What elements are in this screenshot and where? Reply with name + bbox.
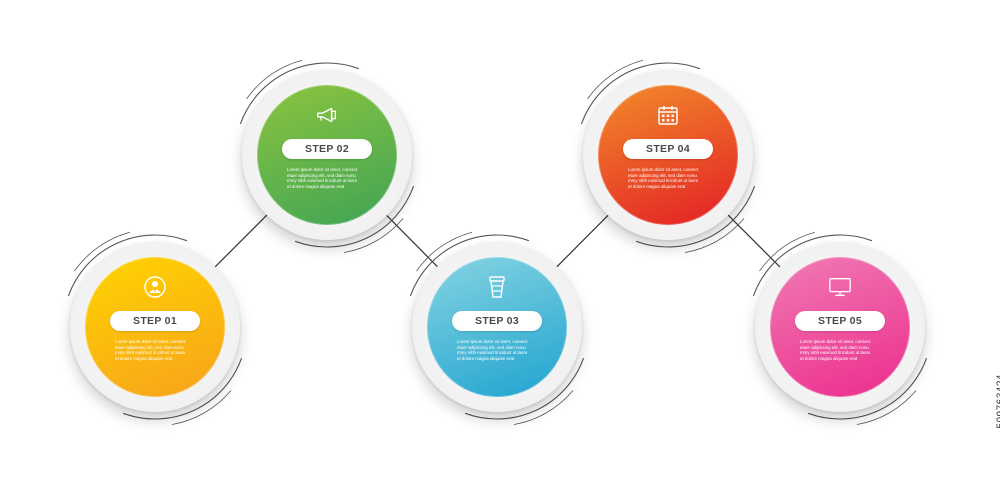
step-2-label: STEP 02 <box>282 139 372 159</box>
stock-id-watermark: 509763424 <box>996 374 1000 429</box>
decorative-arc <box>294 185 415 248</box>
description-line: etuer adipiscing elit, sed diam nonu <box>800 344 869 350</box>
decorative-arc <box>246 59 303 100</box>
step-1-circle: STEP 01 Lorem ipsum dolor sit amet, conse… <box>70 242 240 412</box>
description-line: Lorem ipsum dolor sit amet, consect <box>457 339 528 344</box>
step-2-circle: STEP 02 Lorem ipsum dolor sit amet, conse… <box>242 70 412 240</box>
description-line: etuer adipiscing elit, sed diam nonu <box>115 344 184 350</box>
step-5-colored-disc: STEP 05 Lorem ipsum dolor sit amet, conse… <box>770 257 910 397</box>
decorative-arc <box>122 357 243 420</box>
businessman-icon <box>143 275 167 299</box>
decorative-arc <box>171 390 232 425</box>
description-line: et dolore magna aliquam erat <box>457 355 515 361</box>
description-line: etuer adipiscing elit, sed diam nonu <box>287 172 356 178</box>
step-5-circle: STEP 05 Lorem ipsum dolor sit amet, conse… <box>755 242 925 412</box>
step-3-circle: STEP 03 Lorem ipsum dolor sit amet, conse… <box>412 242 582 412</box>
step-4-circle: STEP 04 Lorem ipsum dolor sit amet, conse… <box>583 70 753 240</box>
decorative-arc <box>752 234 873 297</box>
decorative-arc <box>513 390 574 425</box>
description-line: mmy nibh euismod tincidunt ut laore <box>628 178 699 184</box>
decorative-arc <box>587 59 644 100</box>
connector-line <box>382 210 442 272</box>
calendar-icon <box>656 103 680 127</box>
decorative-arc <box>464 357 585 420</box>
decorative-arc <box>74 231 131 272</box>
description-line: Lorem ipsum dolor sit amet, consect <box>115 339 186 344</box>
description-line: mmy nibh euismod tincidunt ut laore <box>457 350 528 356</box>
description-line: et dolore magna aliquam erat <box>115 355 173 361</box>
description-line: Lorem ipsum dolor sit amet, consect <box>800 339 871 344</box>
description-line: mmy nibh euismod tincidunt ut laore <box>287 178 358 184</box>
description-line: et dolore magna aliquam erat <box>800 355 858 361</box>
step-4-colored-disc: STEP 04 Lorem ipsum dolor sit amet, conse… <box>598 85 738 225</box>
decorative-arc <box>635 185 756 248</box>
megaphone-icon <box>315 103 339 127</box>
step-2-colored-disc: STEP 02 Lorem ipsum dolor sit amet, conse… <box>257 85 397 225</box>
step-5-label: STEP 05 <box>795 311 885 331</box>
step-3-label: STEP 03 <box>452 311 542 331</box>
decorative-arc <box>343 218 404 253</box>
decorative-arc <box>416 231 473 272</box>
description-line: Lorem ipsum dolor sit amet, consect <box>628 167 699 172</box>
step-3-colored-disc: STEP 03 Lorem ipsum dolor sit amet, conse… <box>427 257 567 397</box>
decorative-arc <box>807 357 928 420</box>
decorative-arc <box>856 390 917 425</box>
connector-line <box>723 210 785 272</box>
coffee-cup-icon <box>485 275 509 299</box>
connector-line <box>210 210 272 272</box>
step-1-label: STEP 01 <box>110 311 200 331</box>
description-line: etuer adipiscing elit, sed diam nonu <box>628 172 697 178</box>
decorative-arc <box>239 62 360 125</box>
step-1-colored-disc: STEP 01 Lorem ipsum dolor sit amet, conse… <box>85 257 225 397</box>
description-line: et dolore magna aliquam erat <box>287 183 345 189</box>
description-line: etuer adipiscing elit, sed diam nonu <box>457 344 526 350</box>
decorative-arc <box>759 231 816 272</box>
description-line: mmy nibh euismod tincidunt ut laore <box>800 350 871 356</box>
decorative-arc <box>684 218 745 253</box>
decorative-arc <box>67 234 188 297</box>
description-line: et dolore magna aliquam erat <box>628 183 686 189</box>
step-4-label: STEP 04 <box>623 139 713 159</box>
decorative-arc <box>580 62 701 125</box>
description-line: mmy nibh euismod tincidunt ut laore <box>115 350 186 356</box>
monitor-icon <box>828 275 852 299</box>
connector-line <box>552 210 613 272</box>
decorative-arc <box>409 234 530 297</box>
description-line: Lorem ipsum dolor sit amet, consect <box>287 167 358 172</box>
